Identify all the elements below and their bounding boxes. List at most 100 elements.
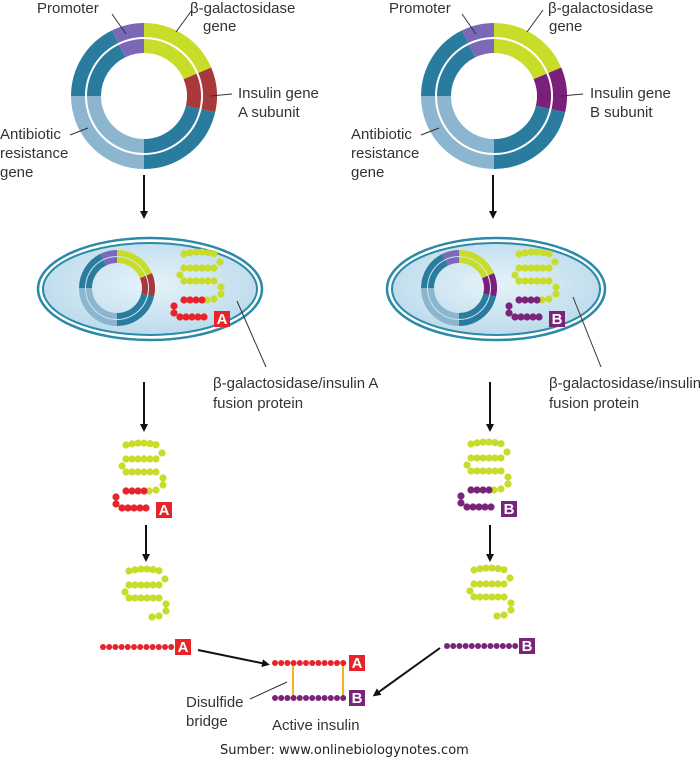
bgal-bead [203,296,211,304]
insulin-b-bead [290,695,297,701]
insulin-a-bead [100,644,106,650]
insulin-bead [505,302,513,310]
fusion-protein-a: A [170,248,230,328]
antibiotic-resistance-segment [421,95,495,169]
insulin-a-bead [284,660,291,666]
bgal-segment [116,257,146,279]
mini-plasmid-a [79,250,155,326]
promoter-label: Promoter [389,0,451,17]
bgal-bead [485,438,493,446]
promoter-segment [442,250,460,260]
bgal-bead [533,277,541,285]
bgal-bead [217,290,225,298]
bgal-bead [140,455,148,463]
insulin-a-bead [106,644,113,650]
insulin-a-bead [143,644,150,650]
active-a-tag-letter: A [352,655,363,672]
bgal-bead [198,264,206,272]
bgal-bead [470,593,478,601]
insulin-bead [176,313,184,321]
backbone-segment [493,109,566,169]
backbone-segment [87,44,126,97]
disulfide-pointer [249,681,288,700]
bgal-bead [128,468,136,476]
purified-fusion-protein-a: A [112,439,172,519]
bgal-bead [476,593,484,601]
antibiotic-resistance-segment [428,287,460,319]
fusion-pointer [572,296,602,368]
antibiotic-label-line2: resistance [0,145,68,162]
bgal-bead [491,454,499,462]
bgal-segment [143,39,197,80]
bgal-bead [521,264,529,272]
insulin-b-bead [475,643,481,649]
bgal-bead [497,485,505,493]
insulin-bead [467,486,475,494]
cell-outer-membrane [385,236,607,342]
bgal-bead [152,441,160,449]
plasmid-a-group: Promoter β-galactosidase gene Insulin ge… [0,0,319,181]
bgal-bead [122,441,130,449]
bgal-bead [479,454,487,462]
backbone-segment [143,105,200,153]
insulin-bead [473,486,481,494]
insulin-bead [118,504,126,512]
bgal-pointer [526,9,544,33]
bgal-bead [186,264,194,272]
bgal-bead [149,594,157,602]
antibiotic-label-line3: gene [351,164,384,181]
fusion-pointer [236,300,267,368]
insulin-bead [112,500,120,508]
bgal-bead [125,567,133,575]
bacterium-b: B [385,236,607,368]
bgal-bead [533,264,541,272]
insulin-bead [130,504,138,512]
bgal-bead [507,606,515,614]
insulin-b-bead [462,643,469,649]
chain-tag-box [156,502,172,518]
bgal-bead [539,264,547,272]
promoter-pointer [461,13,477,35]
bgal-bead [500,580,508,588]
insulin-a-bead [155,644,162,650]
insulin-gene-segment [548,67,567,113]
insulin-a-bead [112,644,119,650]
active-b-tag-box [349,690,365,706]
backbone-segment [86,260,107,289]
insulin-bead [124,504,132,512]
bgal-bead [521,249,529,257]
bgal-bead [494,565,502,573]
promoter-segment [469,39,495,58]
bgal-label-line1: β-galactosidase [190,0,295,17]
insulin-b-bead [499,643,506,649]
bgal-bead [467,454,475,462]
bgal-segment [116,250,152,276]
insulin-bead [487,503,495,511]
insulin-bead [479,486,487,494]
bgal-bead [146,455,154,463]
insulin-bead [134,487,142,495]
bgal-bead [494,593,502,601]
insulin-bead [535,313,543,321]
bgal-bead [473,454,481,462]
bgal-bead [521,277,529,285]
insulin-gene-label-line1: Insulin gene [590,85,671,102]
bgal-bead [515,277,523,285]
bgal-bead [158,449,166,457]
chain-tag-box [214,311,230,327]
bgal-bead [500,611,508,619]
bgal-bead [155,612,163,620]
antibiotic-pointer [69,127,89,136]
bgal-bead [500,593,508,601]
chain-tag-letter: B [552,311,563,328]
fusion-protein-label-line1: β-galactosidase/insulin A [213,375,378,392]
antibiotic-resistance-segment [421,287,460,326]
insulin-b-bead [334,695,340,701]
bgal-bead [137,581,145,589]
bgal-bead [216,258,224,266]
insulin-bead [527,296,535,304]
disulfide-label-line1: Disulfide [186,694,244,711]
insulin-bead [112,493,120,501]
bgal-bead [482,564,490,572]
bgal-segment [493,39,547,80]
